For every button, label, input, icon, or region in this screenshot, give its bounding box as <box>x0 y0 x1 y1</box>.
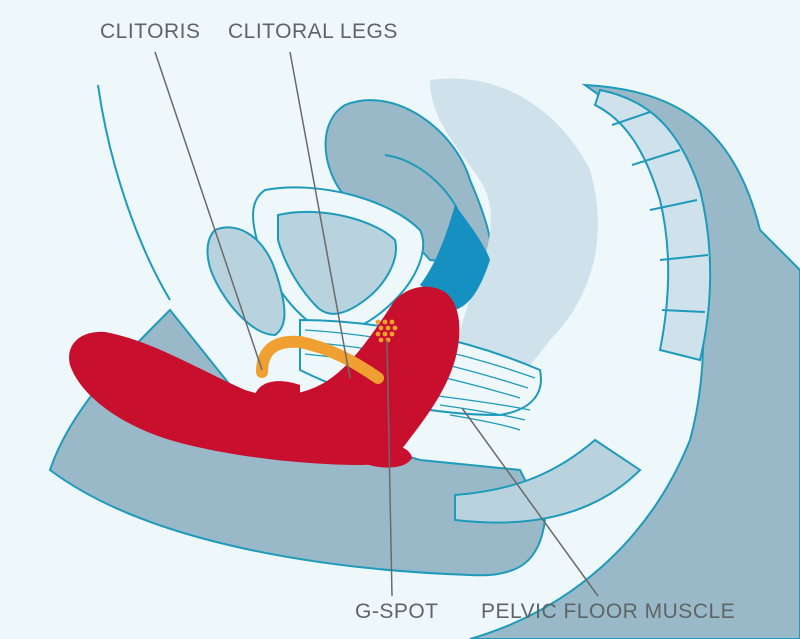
clitoral-legs <box>256 335 384 384</box>
bladder-inner <box>277 210 397 315</box>
clitoral-legs-label: CLITORAL LEGS <box>228 20 398 43</box>
clitoris-glans <box>255 381 300 420</box>
clitoris-label: CLITORIS <box>100 20 201 43</box>
clitoris-bulb-tip <box>360 443 412 468</box>
leader-clitoris <box>154 51 263 371</box>
rectum <box>430 78 598 396</box>
leader-pelvic-floor <box>461 407 599 597</box>
leader-clitoral-legs <box>289 51 351 379</box>
spine <box>593 88 712 362</box>
g-spot-marker <box>375 319 398 343</box>
g-spot-label: G-SPOT <box>355 600 439 623</box>
pelvic-floor-muscle-label: PELVIC FLOOR MUSCLE <box>481 600 736 623</box>
cervix-tissue <box>420 205 490 310</box>
pubic-symphysis <box>206 226 286 337</box>
abdominal-wall <box>97 84 171 301</box>
leader-lines <box>154 51 599 597</box>
spine-segment-lines <box>611 111 709 313</box>
leader-g-spot <box>386 339 393 597</box>
clitoris-body <box>69 286 460 465</box>
